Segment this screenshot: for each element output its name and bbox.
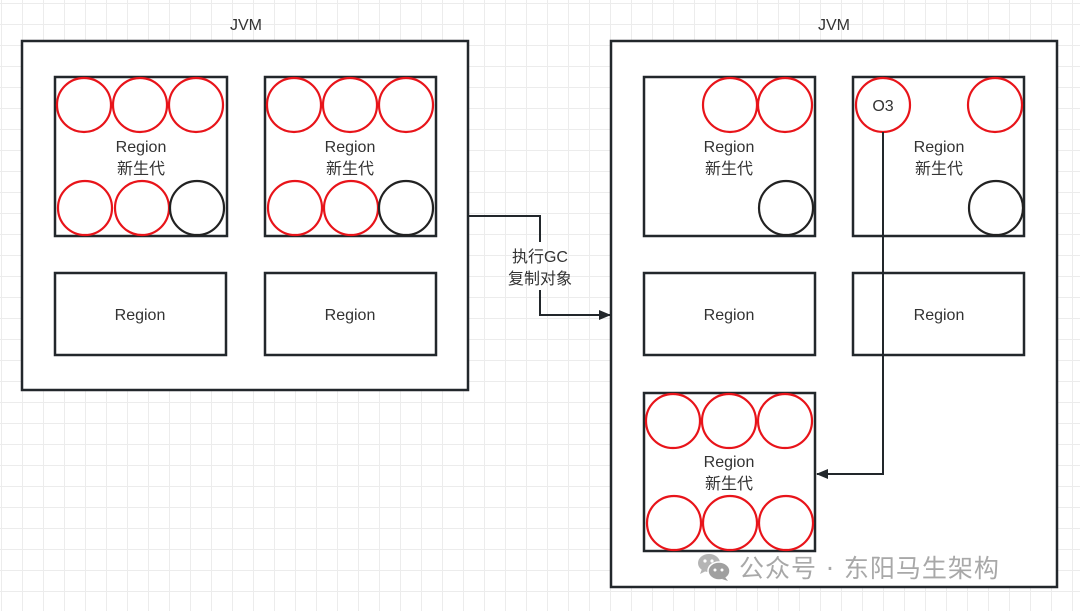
gc-copy-arrow: 执行GC 复制对象 [468,215,611,320]
dead-object-circle [757,179,815,237]
live-object-circle [377,76,435,134]
region-label: Region [325,307,376,324]
right-region-4: Region [851,271,1026,357]
live-object-circle [700,392,758,450]
live-object-circle [56,179,114,237]
live-object-circle [757,494,815,552]
region-label: Region [325,139,376,156]
wechat-icon [698,554,731,581]
left-jvm-label: JVM [230,17,262,34]
live-object-circle [644,392,702,450]
live-object-circle [321,76,379,134]
watermark-text: 公众号 · 东阳马生架构 [739,554,1000,583]
left-region-2: Region 新生代 [263,75,438,238]
region-label: Region [914,139,965,156]
region-label: Region [115,307,166,324]
region-label: Region [116,139,167,156]
live-object-circle [756,392,814,450]
arrow-label-line2: 复制对象 [508,270,572,288]
right-region-3: Region [642,271,817,357]
region-box [642,271,817,357]
region-label: Region [704,307,755,324]
right-jvm-label: JVM [818,17,850,34]
right-region-2: O3 Region 新生代 [851,75,1026,238]
right-region-5: Region 新生代 [642,391,817,553]
o3-move-arrow [816,132,884,479]
live-object-circle [167,76,225,134]
region-label: Region [704,139,755,156]
right-region-1: Region 新生代 [642,75,817,238]
region-box [263,75,438,238]
left-region-1: Region 新生代 [53,75,229,238]
dead-object-circle [967,179,1025,237]
live-object-circle [55,76,113,134]
left-region-3: Region [53,271,228,357]
region-box [53,75,229,238]
live-object-circle [111,76,169,134]
live-object-circle [265,76,323,134]
region-box [851,271,1026,357]
live-object-circle [701,494,759,552]
region-box [642,75,817,238]
dead-object-circle [168,179,226,237]
region-label: Region [914,307,965,324]
region-sublabel: 新生代 [117,160,165,178]
region-box [642,391,817,553]
dead-object-circle [377,179,435,237]
live-object-circle [266,179,324,237]
region-label: Region [704,454,755,471]
live-object-circle [966,76,1024,134]
arrow-connector [539,290,611,320]
region-sublabel: 新生代 [705,160,753,178]
left-region-4: Region [263,271,438,357]
live-object-circle [756,76,814,134]
live-object-circle [645,494,703,552]
watermark: 公众号 · 东阳马生架构 [697,549,1000,585]
arrow-connector [468,215,541,242]
region-box [263,271,438,357]
region-sublabel: 新生代 [705,475,753,493]
right-jvm: JVM Region 新生代 O3 Region 新生代 Region [609,17,1059,589]
region-sublabel: 新生代 [915,160,963,178]
region-box [53,271,228,357]
left-jvm: JVM Region 新生代 Region 新生代 [20,17,470,392]
region-sublabel: 新生代 [326,160,374,178]
object-o3-label: O3 [872,98,893,115]
arrow-label-line1: 执行GC [512,248,568,266]
